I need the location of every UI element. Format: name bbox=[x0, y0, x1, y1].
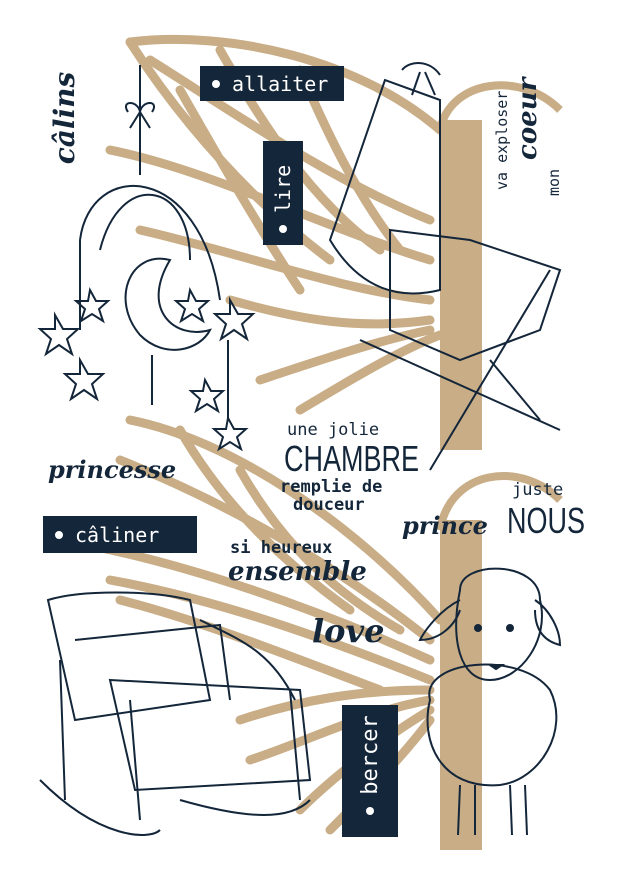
douceur-word: douceur bbox=[293, 495, 365, 515]
lire-tag: lire bbox=[263, 141, 303, 245]
bassinet-drawing bbox=[328, 62, 562, 471]
si-heureux-word: si heureux bbox=[230, 538, 333, 558]
remplie-de-word: remplie de bbox=[280, 477, 383, 497]
bullet-icon bbox=[279, 225, 287, 233]
nous-word: NOUS bbox=[507, 500, 586, 541]
rocking-chair-drawing bbox=[39, 591, 312, 836]
bullet-icon bbox=[366, 806, 374, 815]
prince-word: prince bbox=[402, 511, 488, 540]
bullet-icon bbox=[55, 530, 63, 539]
love-word: love bbox=[312, 612, 385, 650]
allaiter-label: allaiter bbox=[232, 71, 329, 96]
princesse-word: princesse bbox=[48, 455, 177, 484]
bercer-label: bercer bbox=[357, 715, 383, 795]
baby-mobile-drawing bbox=[37, 65, 256, 452]
chambre-word: CHAMBRE bbox=[284, 438, 420, 479]
une-jolie-word: une jolie bbox=[287, 420, 380, 440]
ensemble-word: ensemble bbox=[228, 557, 367, 587]
caliner-tag: câliner bbox=[43, 516, 197, 553]
juste-word: juste bbox=[512, 480, 564, 500]
lire-label: lire bbox=[271, 164, 295, 213]
calins-word: câlins bbox=[48, 71, 81, 165]
allaiter-tag: allaiter bbox=[200, 66, 344, 101]
mon-coeur-va-exploser: va exploser coeur mon bbox=[493, 60, 565, 200]
caliner-label: câliner bbox=[75, 522, 160, 547]
va-exploser-word: va exploser bbox=[493, 90, 511, 190]
bullet-icon bbox=[212, 79, 220, 88]
mon-word: mon bbox=[545, 168, 563, 196]
bercer-tag: bercer bbox=[342, 705, 398, 837]
coeur-word: coeur bbox=[513, 77, 543, 160]
sheep-drawing bbox=[418, 567, 562, 836]
